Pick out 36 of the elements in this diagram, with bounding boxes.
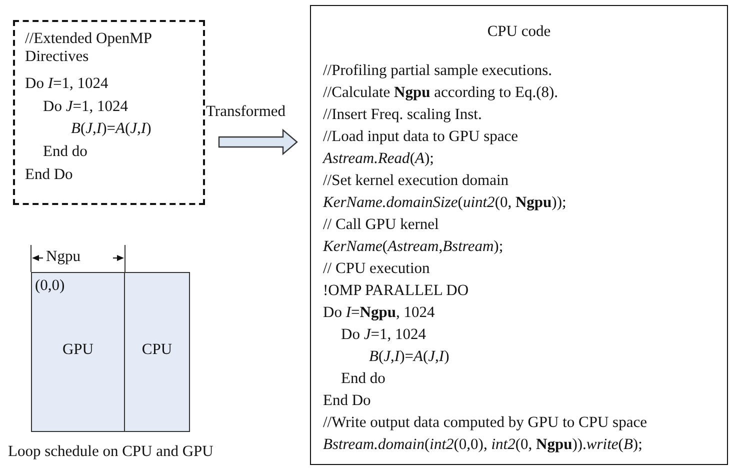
code-line: B(J,I)=A(J,I) (71, 120, 152, 138)
code-box (13, 20, 205, 205)
panel-heading: CPU code (486, 23, 552, 41)
dimension-label: Ngpu (46, 248, 80, 266)
code-comment: //Extended OpenMP Directives (25, 30, 152, 66)
gpu-region (31, 272, 125, 432)
code-line: Do I=Ngpu, 1024 (323, 304, 435, 322)
code-line: Do J=1, 1024 (43, 98, 128, 116)
code-comment: //Profiling partial sample executions. (323, 62, 552, 80)
code-line: Do I=1, 1024 (25, 75, 108, 94)
block-arrow (218, 128, 298, 156)
code-comment: //Insert Freq. scaling Inst. (323, 106, 482, 124)
code-line: End Do (323, 392, 371, 410)
code-comment: // Call GPU kernel (323, 216, 439, 234)
code-comment: //Load input data to GPU space (323, 128, 518, 146)
code-line: End Do (25, 166, 73, 184)
code-comment: // CPU execution (323, 260, 430, 278)
cpu-region (124, 272, 190, 432)
code-line: KerName(Astream,Bstream); (323, 238, 504, 256)
code-line: KerName.domainSize(uint2(0, Ngpu)); (323, 194, 566, 212)
code-comment: //Calculate Ngpu according to Eq.(8). (323, 84, 558, 102)
code-line: B(J,I)=A(J,I) (369, 348, 450, 366)
code-line: End do (43, 143, 88, 161)
edge-label: Transformed (206, 103, 286, 121)
code-comment: //Set kernel execution domain (323, 172, 509, 190)
code-comment: //Write output data computed by GPU to CPU space (323, 414, 647, 432)
code-panel (310, 5, 728, 465)
region-label: CPU (140, 341, 174, 359)
caption: Loop schedule on CPU and GPU (8, 443, 214, 461)
code-line: Bstream.domain(int2(0,0), int2(0, Ngpu)).write(B); (323, 436, 642, 454)
origin-label: (0,0) (35, 277, 65, 295)
code-line: Do J=1, 1024 (341, 326, 426, 344)
region-label: GPU (61, 341, 94, 359)
code-line: End do (341, 370, 386, 388)
code-line: Astream.Read(A); (323, 150, 434, 168)
code-line: !OMP PARALLEL DO (323, 282, 469, 300)
